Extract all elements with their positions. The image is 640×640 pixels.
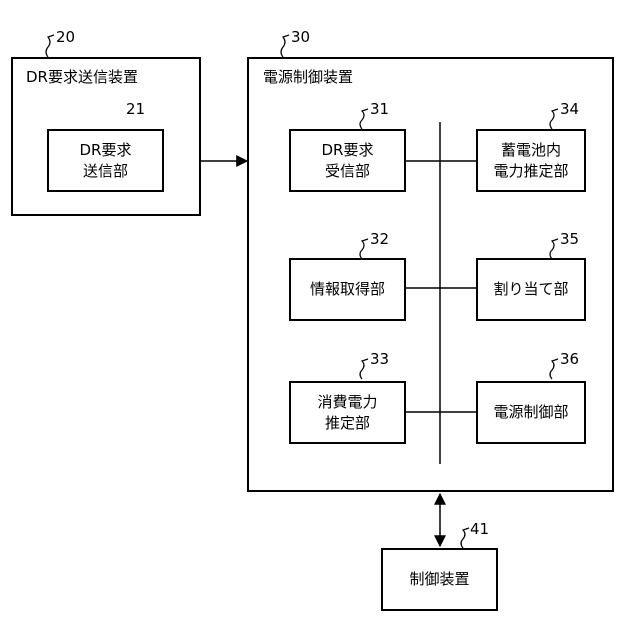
ref-36: 36 [560, 350, 579, 368]
ref-35: 35 [560, 230, 579, 248]
ref-32: 32 [370, 230, 389, 248]
control-device: 制御装置 [381, 548, 498, 611]
ref-33: 33 [370, 350, 389, 368]
power-control-device-title: 電源制御装置 [263, 66, 353, 87]
leader-41 [461, 528, 469, 548]
information-acquisition-unit: 情報取得部 [289, 258, 406, 321]
ref-31: 31 [370, 100, 389, 118]
ref-20: 20 [56, 28, 75, 46]
leader-30 [281, 35, 289, 57]
dr-request-transmitter-title: DR要求送信装置 [26, 66, 138, 87]
power-consumption-estimation-unit: 消費電力 推定部 [289, 381, 406, 444]
ref-21: 21 [126, 100, 145, 118]
battery-power-estimation-unit: 蓄電池内 電力推定部 [476, 129, 586, 192]
dr-request-receiver-unit: DR要求 受信部 [289, 129, 406, 192]
allocation-unit: 割り当て部 [476, 258, 586, 321]
power-control-unit: 電源制御部 [476, 381, 586, 444]
dr-request-sender-unit: DR要求 送信部 [47, 129, 164, 192]
leader-20 [46, 35, 54, 57]
ref-34: 34 [560, 100, 579, 118]
ref-30: 30 [291, 28, 310, 46]
ref-41: 41 [470, 520, 489, 538]
